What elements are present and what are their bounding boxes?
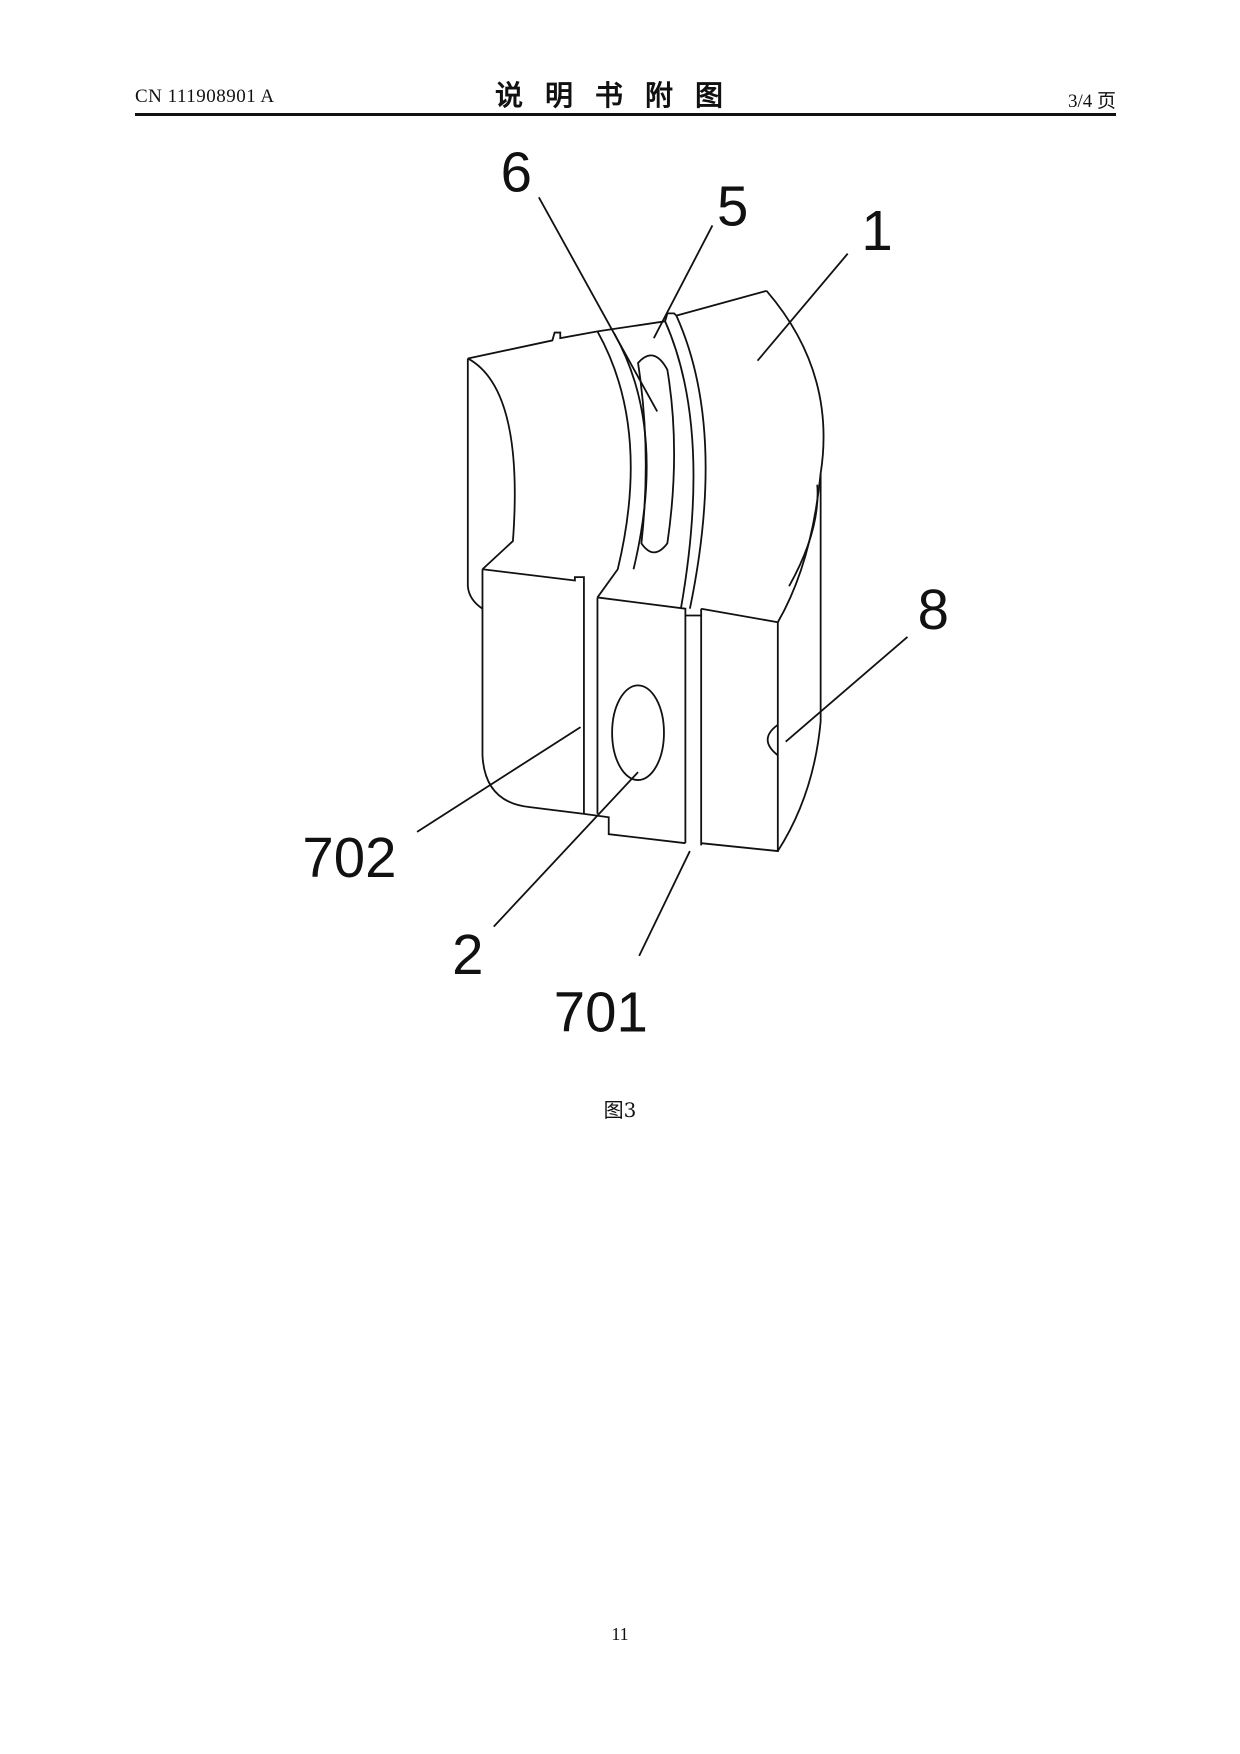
leader-line-702 xyxy=(416,726,582,833)
band-left-edge xyxy=(596,330,632,598)
hole-2 xyxy=(611,684,665,781)
left-block-top-edge xyxy=(467,330,598,360)
leader-line-8 xyxy=(785,636,909,743)
page-number: 11 xyxy=(611,1624,629,1644)
label-8: 8 xyxy=(918,578,949,641)
page-indicator: 3/4 页 xyxy=(1067,91,1116,112)
label-1: 1 xyxy=(861,199,892,262)
leader-line-5 xyxy=(653,225,714,339)
leader-line-2 xyxy=(493,771,639,928)
right-block-top-edge xyxy=(676,289,767,317)
leader-line-701 xyxy=(638,850,691,957)
right-curved-face xyxy=(765,290,825,623)
right-side-inner-curve xyxy=(788,484,819,587)
label-701: 701 xyxy=(554,980,648,1043)
page-title: 说明书附图 xyxy=(494,79,745,112)
label-2: 2 xyxy=(452,923,483,986)
hole-8 xyxy=(766,724,779,756)
publication-number: CN 111908901 A xyxy=(135,86,275,107)
left-concave-face xyxy=(467,357,516,570)
part-drawing xyxy=(416,196,909,957)
arc-slot-6 xyxy=(637,354,676,554)
label-5: 5 xyxy=(717,174,748,237)
header-divider xyxy=(135,113,1116,116)
lower-left-top-edge xyxy=(482,568,585,582)
plate-bottom-edge xyxy=(583,812,686,845)
label-6: 6 xyxy=(501,141,532,204)
figure-caption: 图3 xyxy=(603,1098,637,1122)
right-side-edge xyxy=(777,473,822,852)
band-right-edge xyxy=(675,315,707,609)
band-right-inner-edge xyxy=(664,320,695,609)
plate-top-edge xyxy=(597,596,703,617)
leader-line-6 xyxy=(538,196,658,412)
leader-line-1 xyxy=(756,253,849,362)
right-front-face xyxy=(701,607,779,853)
label-702: 702 xyxy=(302,826,396,889)
lower-left-outline xyxy=(481,569,585,815)
left-block-side-edge xyxy=(466,358,483,610)
